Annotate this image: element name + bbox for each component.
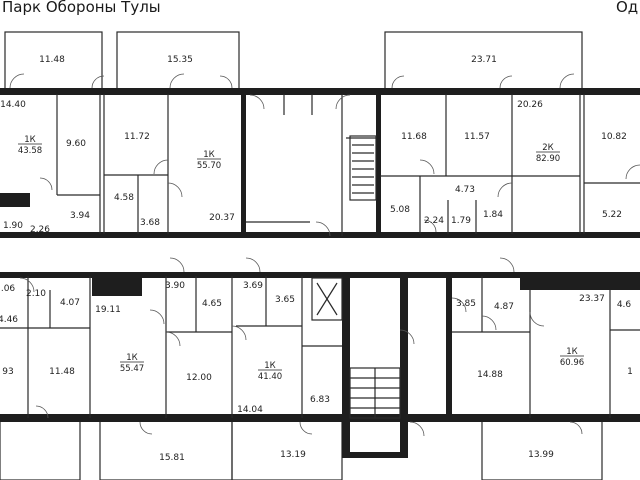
room-area-label: 11.48 [49, 367, 75, 377]
apartment-type: 1К [126, 353, 137, 363]
room-area-label: 5.08 [390, 205, 410, 215]
room-area-label: 3.90 [165, 281, 185, 291]
room-area-label: 20.26 [517, 100, 543, 110]
apartment-area: 41.40 [258, 372, 282, 382]
room-area-label: 14.88 [477, 370, 503, 380]
apartment-area: 55.70 [197, 161, 221, 171]
door-swings [9, 73, 640, 437]
room-area-label: 6.83 [310, 395, 330, 405]
room-area-label: 4.46 [0, 315, 18, 325]
room-area-label: .06 [1, 284, 16, 294]
room-area-label: 3.69 [243, 281, 263, 291]
room-area-label: 5.22 [602, 210, 622, 220]
room-area-label: 1.84 [483, 210, 503, 220]
room-area-label: 3.85 [456, 299, 476, 309]
room-area-label: 12.00 [186, 373, 212, 383]
room-area-label: 1 [627, 367, 633, 377]
apartment-area: 60.96 [560, 358, 584, 368]
room-area-label: 2.26 [30, 225, 50, 235]
room-area-label: 14.04 [237, 405, 263, 415]
room-area-label: 23.71 [471, 55, 497, 65]
room-area-label: 14.40 [0, 100, 26, 110]
apartment-type: 2К [542, 143, 553, 153]
room-area-label: 11.72 [124, 132, 150, 142]
apartment-area: 82.90 [536, 154, 560, 164]
room-area-label: 4.73 [455, 185, 475, 195]
header-right-title: Од [616, 0, 638, 16]
apartment-area: 55.47 [120, 364, 144, 374]
room-area-label: 10.82 [601, 132, 627, 142]
room-area-label: 4.07 [60, 298, 80, 308]
room-area-label: 3.94 [70, 211, 90, 221]
room-area-label: 3.68 [140, 218, 160, 228]
room-area-label: 15.81 [159, 453, 185, 463]
apartment-area: 43.58 [18, 146, 42, 156]
room-area-label: 3.65 [275, 295, 295, 305]
room-area-label: 13.19 [280, 450, 306, 460]
room-area-label: 4.58 [114, 193, 134, 203]
room-area-label: 11.68 [401, 132, 427, 142]
room-area-label: 13.99 [528, 450, 554, 460]
stair-core [311, 135, 401, 419]
room-area-label: 4.65 [202, 299, 222, 309]
header-left-title: Парк Обороны Тулы [2, 0, 161, 16]
room-area-label: 23.37 [579, 294, 605, 304]
room-area-label: 1.79 [451, 216, 471, 226]
room-area-label: 19.11 [95, 305, 121, 315]
room-labels: 11.48 15.35 23.71 14.40 20.26 9.60 11.72 11.68 1… [0, 55, 633, 463]
apartment-type: 1К [203, 150, 214, 160]
outer-walls [0, 88, 640, 458]
room-area-label: 2.24 [424, 216, 444, 226]
room-area-label: 11.48 [39, 55, 65, 65]
apartment-type: 1К [264, 361, 275, 371]
room-area-label: 1.90 [3, 221, 23, 231]
room-area-label: 20.37 [209, 213, 235, 223]
room-area-label: 11.57 [464, 132, 490, 142]
room-area-label: 93 [2, 367, 13, 377]
room-area-label: 9.60 [66, 139, 86, 149]
room-area-label: 15.35 [167, 55, 193, 65]
room-area-label: 4.6 [617, 300, 632, 310]
interior-partitions [0, 94, 640, 418]
apartment-type: 1К [566, 347, 577, 357]
room-area-label: 4.87 [494, 302, 514, 312]
apartment-type: 1К [24, 135, 35, 145]
room-area-label: 2.10 [26, 289, 46, 299]
